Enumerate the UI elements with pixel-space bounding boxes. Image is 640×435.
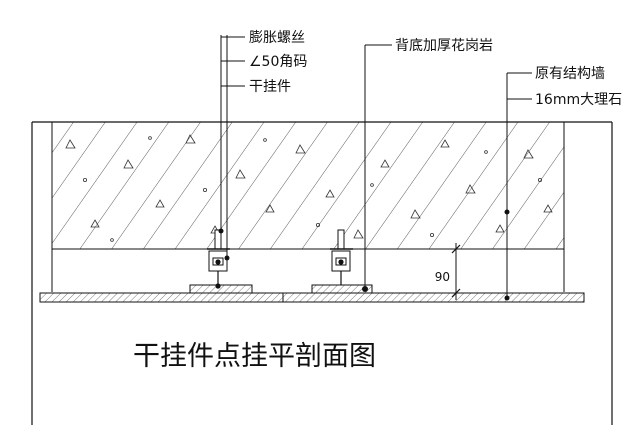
dimension-90: 90 bbox=[435, 243, 461, 300]
label-structural-wall: 原有结构墙 bbox=[535, 66, 605, 82]
label-granite: 背底加厚花岗岩 bbox=[395, 38, 493, 54]
bolt-head-1 bbox=[215, 259, 221, 265]
granite-block-1 bbox=[189, 284, 253, 294]
label-dry-hanger: 干挂件 bbox=[249, 79, 291, 95]
drawing-caption: 干挂件点挂平剖面图 bbox=[133, 341, 376, 372]
label-expansion-bolt: 膨胀螺丝 bbox=[249, 29, 305, 46]
bolt-head-2 bbox=[338, 259, 344, 265]
marble-slab bbox=[39, 292, 585, 303]
aggregate-marks bbox=[65, 134, 553, 242]
dimension-label: 90 bbox=[435, 270, 450, 284]
leader-lines bbox=[218, 35, 532, 301]
dry-hanger-assembly-2 bbox=[330, 229, 353, 285]
label-marble: 16mm大理石 bbox=[535, 92, 622, 108]
dry-hanger-assembly-1 bbox=[207, 229, 230, 289]
label-angle-steel: ∠50角码 bbox=[249, 54, 307, 70]
expansion-bolt-2 bbox=[337, 229, 345, 250]
structural-wall bbox=[51, 121, 565, 250]
